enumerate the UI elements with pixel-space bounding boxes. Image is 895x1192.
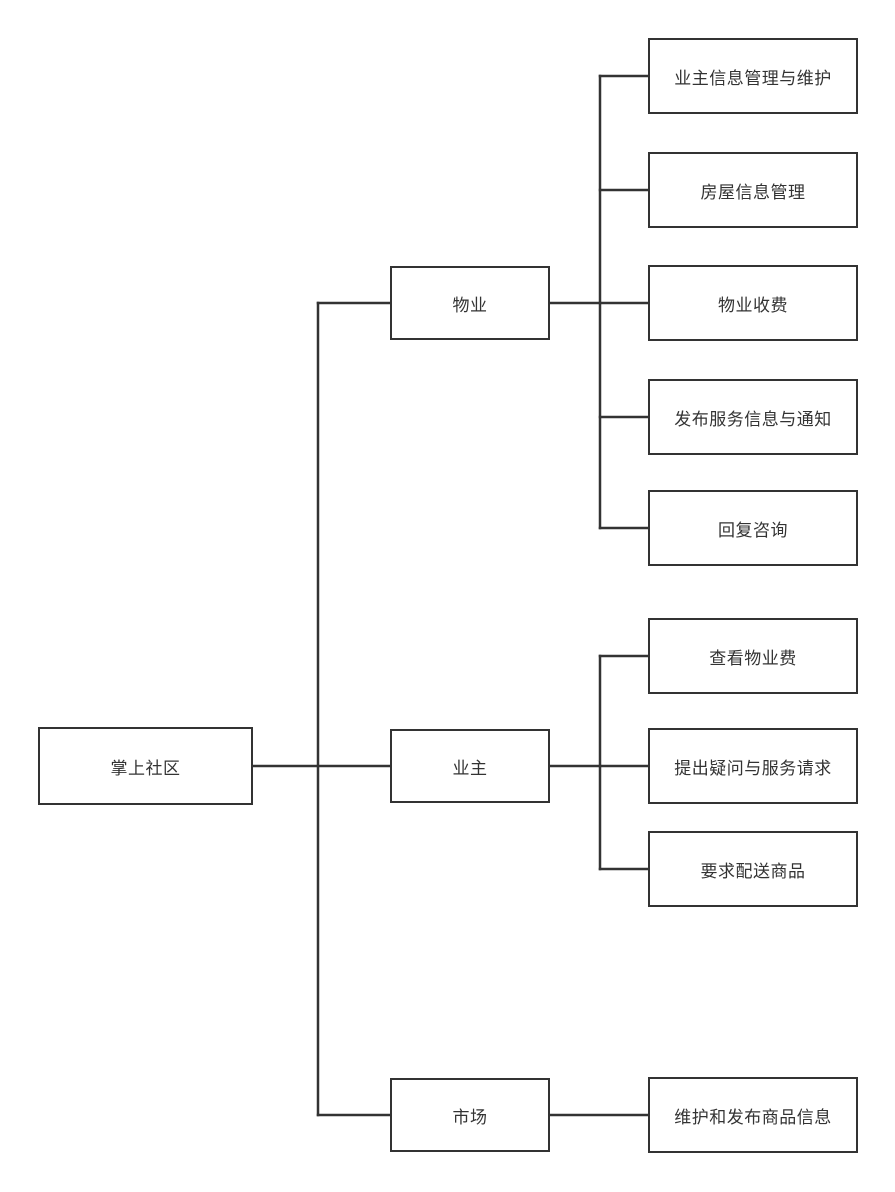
node-property-label: 物业 xyxy=(452,295,488,315)
node-house-info-management-label: 房屋信息管理 xyxy=(700,182,806,202)
node-request-goods-delivery: 要求配送商品 xyxy=(648,831,858,907)
node-reply-inquiries: 回复咨询 xyxy=(648,490,858,566)
node-property-fee-collection-label: 物业收费 xyxy=(718,295,788,315)
node-owner: 业主 xyxy=(390,729,550,803)
node-publish-service-info-notices: 发布服务信息与通知 xyxy=(648,379,858,455)
node-market: 市场 xyxy=(390,1078,550,1152)
node-maintain-publish-goods-info: 维护和发布商品信息 xyxy=(648,1077,858,1153)
node-view-property-fees: 查看物业费 xyxy=(648,618,858,694)
node-view-property-fees-label: 查看物业费 xyxy=(709,648,797,668)
node-root: 掌上社区 xyxy=(38,727,253,805)
node-reply-inquiries-label: 回复咨询 xyxy=(718,520,788,540)
node-root-label: 掌上社区 xyxy=(110,758,181,778)
node-owner-info-management-label: 业主信息管理与维护 xyxy=(674,68,832,88)
node-request-goods-delivery-label: 要求配送商品 xyxy=(700,861,806,881)
node-property: 物业 xyxy=(390,266,550,340)
connector-line-group xyxy=(251,74,650,1117)
node-maintain-publish-goods-info-label: 维护和发布商品信息 xyxy=(674,1107,832,1127)
node-property-fee-collection: 物业收费 xyxy=(648,265,858,341)
node-owner-info-management: 业主信息管理与维护 xyxy=(648,38,858,114)
node-house-info-management: 房屋信息管理 xyxy=(648,152,858,228)
node-owner-label: 业主 xyxy=(452,758,488,778)
node-publish-service-info-notices-label: 发布服务信息与通知 xyxy=(674,409,832,429)
node-raise-questions-service-requests: 提出疑问与服务请求 xyxy=(648,728,858,804)
node-raise-questions-service-requests-label: 提出疑问与服务请求 xyxy=(674,758,832,778)
node-market-label: 市场 xyxy=(452,1107,488,1127)
